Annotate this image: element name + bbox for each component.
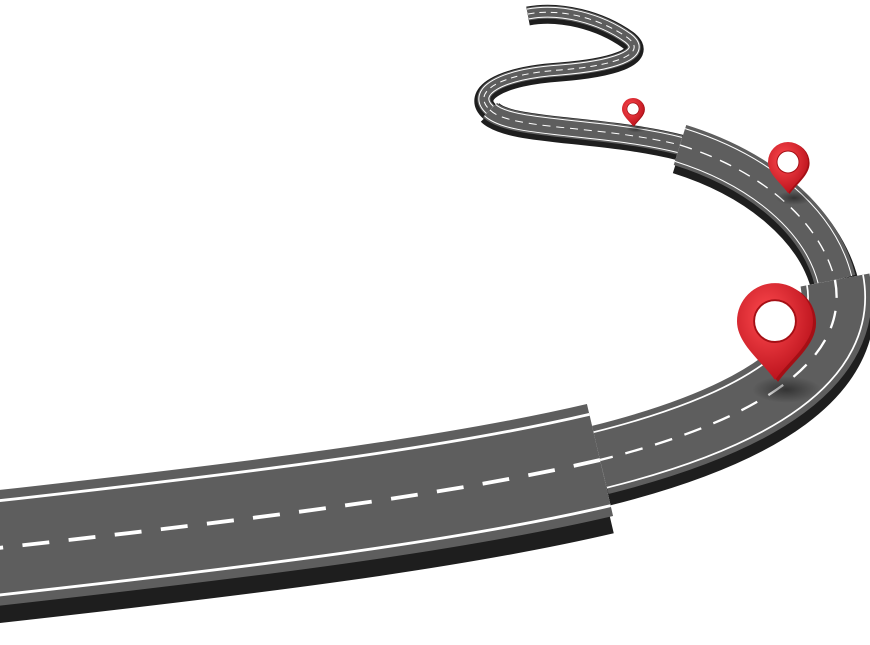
road <box>0 4 870 624</box>
medium-location-pin <box>768 142 812 205</box>
large-location-pin <box>737 283 821 403</box>
small-location-pin <box>622 97 647 133</box>
center-dashed-line <box>0 458 601 550</box>
road-segment <box>480 102 684 161</box>
location-pins <box>622 97 821 403</box>
center-dashed-line <box>483 11 635 111</box>
road-segment <box>672 124 859 293</box>
center-dashed-line <box>489 109 681 146</box>
road-segment <box>474 4 644 120</box>
road-segment <box>0 404 614 624</box>
